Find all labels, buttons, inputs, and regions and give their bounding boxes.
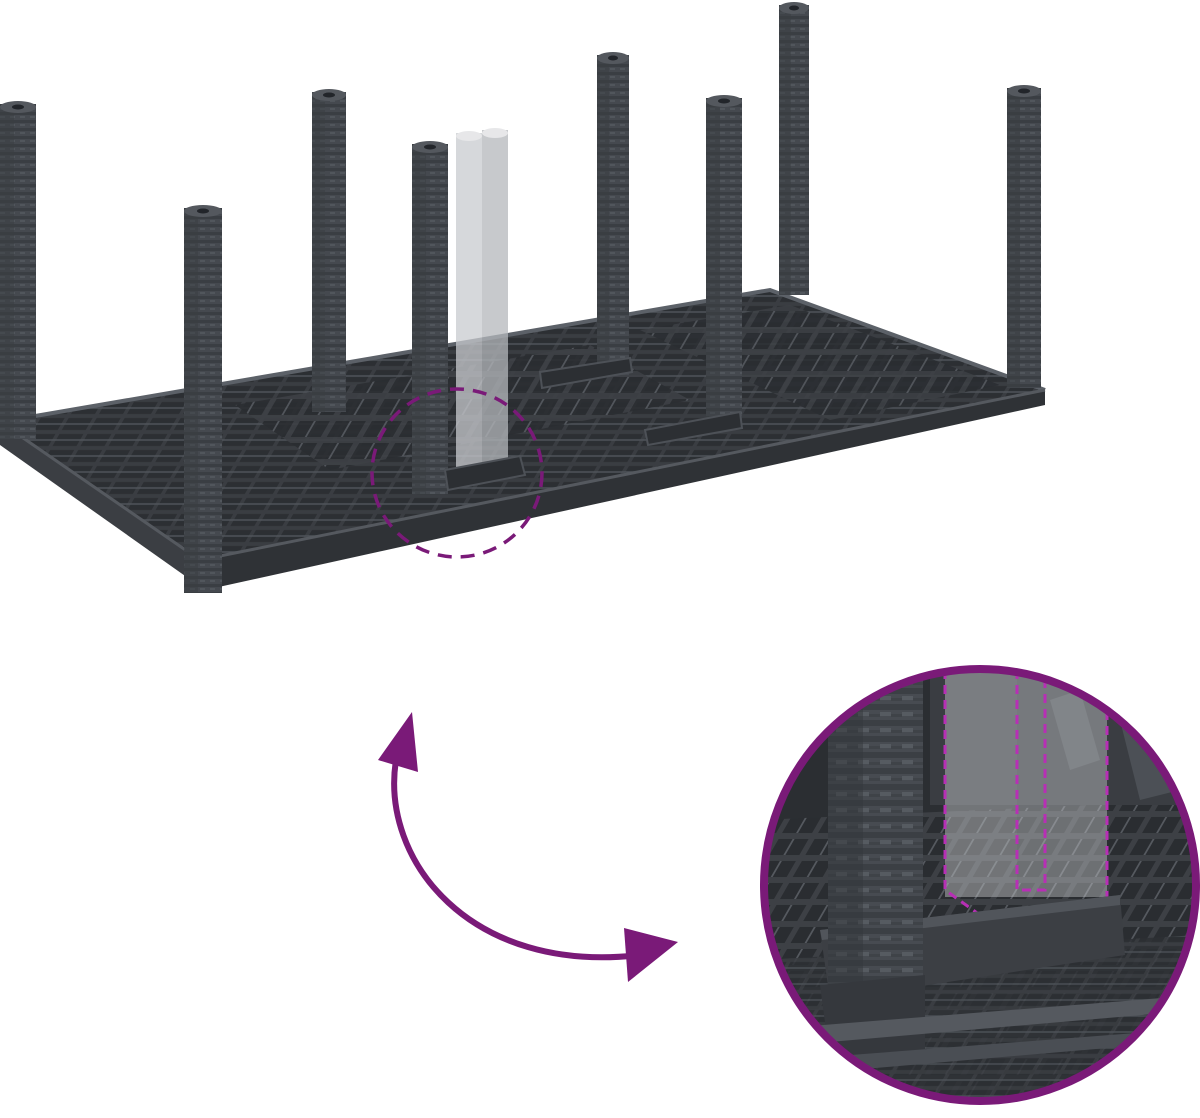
post	[706, 95, 742, 428]
post	[597, 52, 629, 375]
post	[0, 101, 36, 439]
magnifier-detail-icon	[760, 665, 1200, 1105]
post	[184, 205, 222, 593]
ghost-post	[456, 128, 508, 468]
pallet-base	[0, 287, 1046, 590]
post	[1007, 85, 1041, 388]
post	[779, 2, 809, 295]
pallet-left-edge	[0, 422, 205, 590]
rotate-arrow-icon	[378, 712, 678, 982]
posts	[0, 2, 1041, 593]
post	[312, 89, 346, 412]
highlight-circle-icon	[370, 387, 544, 559]
pallet-front-edge	[200, 390, 1045, 590]
post	[412, 141, 448, 494]
